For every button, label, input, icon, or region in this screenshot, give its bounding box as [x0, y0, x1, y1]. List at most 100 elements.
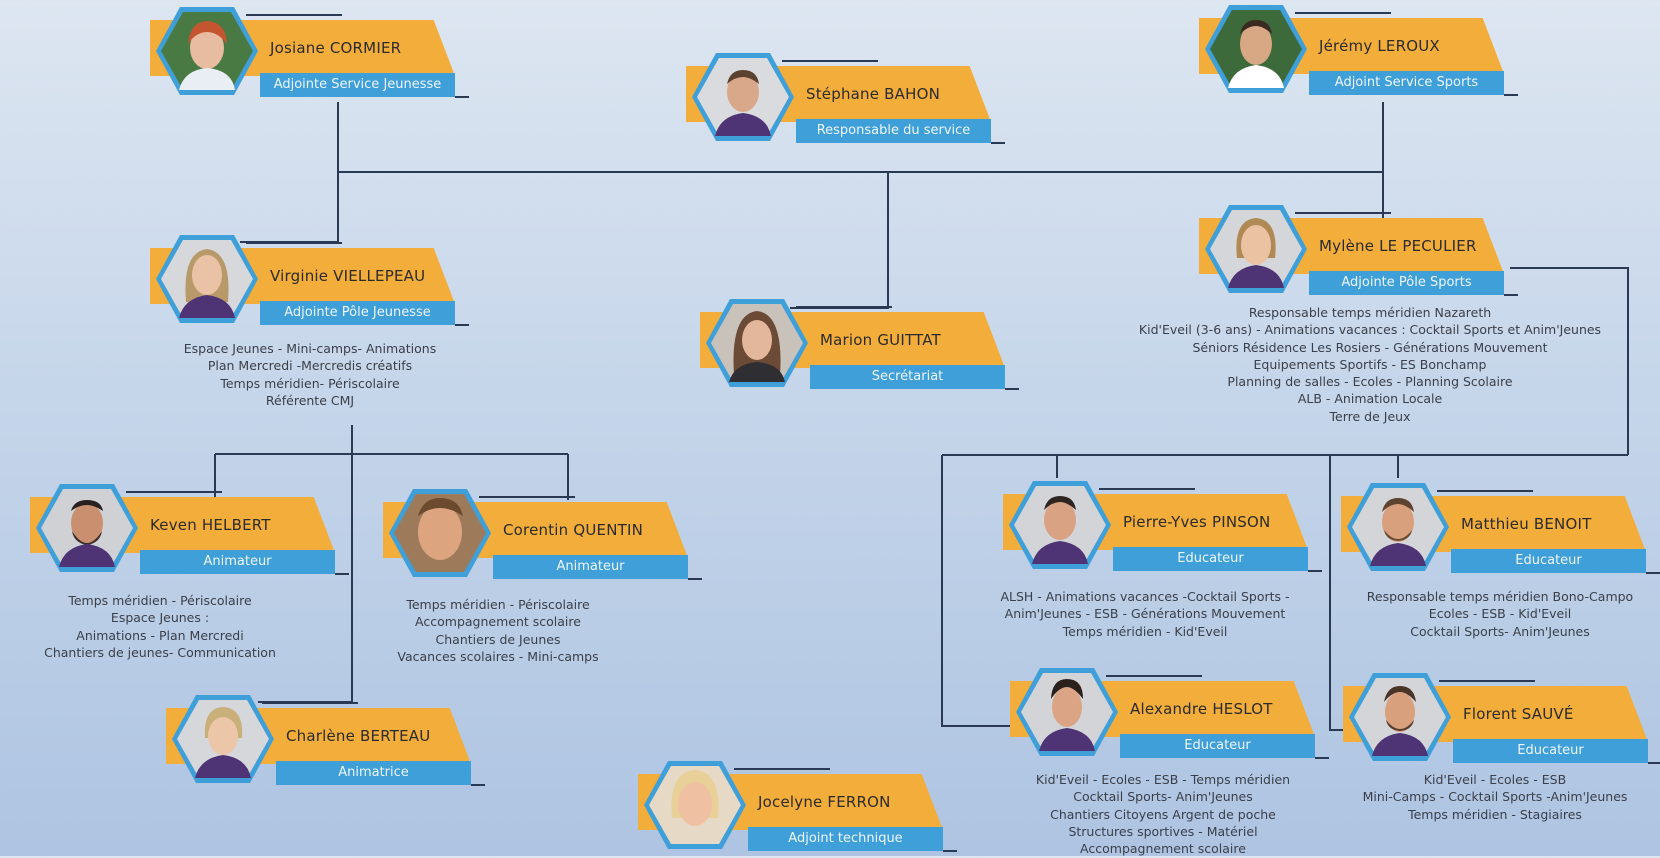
- description-line: Structures sportives - Matériel: [1068, 823, 1258, 839]
- role-banner: [1120, 734, 1315, 758]
- avatar-portrait: [1349, 673, 1451, 761]
- description-line: Ecoles - ESB - Kid'Eveil: [1428, 606, 1572, 622]
- person-card-bahon: Stéphane BAHON Responsable du service: [686, 50, 1006, 150]
- person-name: Matthieu BENOIT: [1461, 515, 1592, 533]
- person-role: Educateur: [1184, 738, 1251, 753]
- description-line: Temps méridien- Périscolaire: [220, 375, 400, 391]
- avatar-portrait: [156, 235, 258, 323]
- description-line: Mini-Camps - Cocktail Sports -Anim'Jeune…: [1362, 789, 1628, 805]
- role-banner: [1309, 71, 1504, 95]
- card-accent-line: [126, 491, 222, 493]
- avatar-portrait: [1009, 481, 1111, 569]
- description-line: Accompagnement scolaire: [415, 614, 581, 630]
- connector-lepeculier-right: [1510, 267, 1629, 455]
- person-name: Marion GUITTAT: [820, 331, 941, 349]
- role-banner: [1309, 271, 1504, 295]
- description-line: Equipements Sportifs - ES Bonchamp: [1253, 356, 1487, 372]
- description-line: Référente CMJ: [265, 392, 355, 408]
- description-line: Plan Mercredi -Mercredis créatifs: [207, 358, 413, 374]
- card-accent-line: [796, 306, 892, 308]
- avatar-portrait: [644, 761, 746, 849]
- card-accent-line: [246, 14, 342, 16]
- role-banner: [493, 555, 688, 579]
- role-banner: [748, 827, 943, 851]
- card-accent-line: [734, 768, 830, 770]
- person-card-sauve: Florent SAUVÉ Educateur: [1343, 670, 1660, 770]
- avatar-portrait: [1016, 668, 1118, 756]
- avatar-portrait: [1347, 483, 1449, 571]
- role-banner: [796, 119, 991, 143]
- role-banner: [260, 73, 455, 97]
- card-tick: [1504, 94, 1518, 96]
- description-line: Temps méridien - Stagiaires: [1408, 806, 1582, 822]
- person-name: Pierre-Yves PINSON: [1123, 513, 1271, 531]
- description-line: Temps méridien - Périscolaire: [68, 593, 252, 608]
- person-name: Keven HELBERT: [150, 516, 271, 534]
- description-line: Chantiers Citoyens Argent de poche: [1050, 806, 1276, 822]
- person-role: Adjointe Service Jeunesse: [273, 77, 442, 92]
- description-line: Temps méridien - Kid'Eveil: [1062, 623, 1228, 639]
- description-line: Cocktail Sports- Anim'Jeunes: [1410, 623, 1590, 639]
- person-role: Animateur: [203, 554, 272, 569]
- person-card-ferron: Jocelyne FERRON Adjoint technique: [638, 758, 958, 858]
- role-banner: [1453, 739, 1648, 763]
- person-card-viellepeau: Virginie VIELLEPEAU Adjointe Pôle Jeunes…: [150, 232, 470, 332]
- role-banner: [810, 365, 1005, 389]
- person-role: Educateur: [1517, 743, 1584, 758]
- person-name: Josiane CORMIER: [270, 39, 402, 57]
- card-tick: [1308, 570, 1322, 572]
- description-pinson: ALSH - Animations vacances -Cocktail Spo…: [985, 588, 1305, 640]
- card-accent-line: [1437, 490, 1533, 492]
- description-line: Espace Jeunes - Mini-camps- Animations: [183, 341, 437, 356]
- avatar-portrait: [1205, 5, 1307, 93]
- person-role: Adjoint Service Sports: [1334, 75, 1479, 90]
- person-name: Jérémy LEROUX: [1319, 37, 1440, 55]
- avatar-portrait: [156, 7, 258, 95]
- description-heslot: Kid'Eveil - Ecoles - ESB - Temps méridie…: [1003, 771, 1323, 857]
- connector-sports-left: [941, 455, 1012, 727]
- description-benoit: Responsable temps méridien Bono-Campo Ec…: [1340, 588, 1660, 640]
- description-line: Kid'Eveil - Ecoles - ESB: [1423, 772, 1567, 787]
- card-tick: [1315, 757, 1329, 759]
- description-line: Kid'Eveil (3-6 ans) - Animations vacance…: [1138, 322, 1602, 338]
- card-tick: [1504, 294, 1518, 296]
- avatar-portrait: [389, 489, 491, 577]
- role-banner: [1113, 547, 1308, 571]
- person-card-lepeculier: Mylène LE PECULIER Adjointe Pôle Sports: [1199, 202, 1519, 302]
- person-card-guittat: Marion GUITTAT Secrétariat: [700, 296, 1020, 396]
- card-accent-line: [262, 702, 358, 704]
- description-quentin: Temps méridien - Périscolaire Accompagne…: [358, 596, 638, 665]
- description-lepeculier: Responsable temps méridien Nazareth Kid'…: [1110, 304, 1630, 425]
- person-card-quentin: Corentin QUENTIN Animateur: [383, 486, 703, 586]
- card-accent-line: [1439, 680, 1535, 682]
- description-line: Temps méridien - Périscolaire: [406, 597, 590, 612]
- card-accent-line: [479, 496, 575, 498]
- avatar-portrait: [1205, 205, 1307, 293]
- description-line: Responsable temps méridien Nazareth: [1248, 305, 1492, 320]
- description-line: Vacances scolaires - Mini-camps: [397, 648, 599, 664]
- person-role: Secrétariat: [871, 369, 944, 384]
- person-role: Adjointe Pôle Sports: [1341, 275, 1472, 290]
- person-name: Corentin QUENTIN: [503, 521, 644, 539]
- person-card-cormier: Josiane CORMIER Adjointe Service Jeuness…: [150, 4, 470, 104]
- description-viellepeau: Espace Jeunes - Mini-camps- Animations P…: [160, 340, 460, 409]
- card-tick: [1648, 762, 1660, 764]
- person-role: Animatrice: [338, 765, 409, 780]
- person-role: Responsable du service: [816, 123, 971, 138]
- card-tick: [1005, 388, 1019, 390]
- role-banner: [1451, 549, 1646, 573]
- description-line: Chantiers de jeunes- Communication: [44, 644, 276, 660]
- person-role: Educateur: [1515, 553, 1582, 568]
- avatar-portrait: [706, 299, 808, 387]
- card-accent-line: [782, 60, 878, 62]
- description-line: Espace Jeunes :: [110, 610, 210, 626]
- card-accent-line: [1295, 12, 1391, 14]
- connector-cormier-down: [240, 102, 339, 243]
- description-line: Anim'Jeunes - ESB - Générations Mouvemen…: [1004, 606, 1286, 622]
- person-name: Jocelyne FERRON: [758, 793, 891, 811]
- card-tick: [943, 850, 957, 852]
- avatar-portrait: [36, 484, 138, 572]
- card-accent-line: [1295, 212, 1391, 214]
- person-name: Charlène BERTEAU: [286, 727, 431, 745]
